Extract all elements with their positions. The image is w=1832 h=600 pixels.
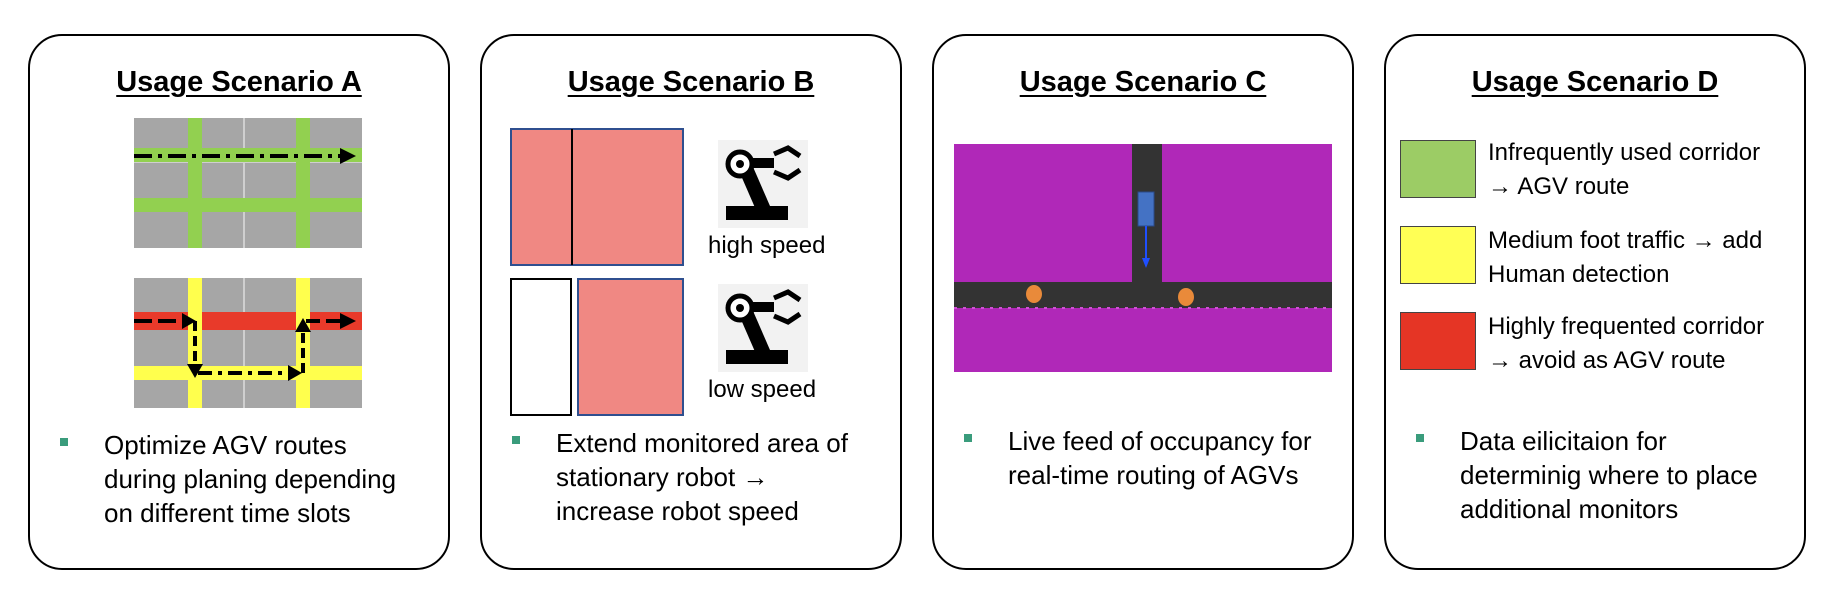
robot-arm-icon — [718, 284, 808, 372]
monitored-area-low-speed — [510, 278, 684, 416]
legend-text: Infrequently used corridor → AGV route — [1488, 136, 1760, 204]
panel-scenario-d: Usage Scenario D Infrequently used corri… — [1384, 34, 1806, 570]
bullet-line: determinig where to place — [1460, 460, 1758, 490]
bullet-list: Live feed of occupancy for real-time rou… — [964, 424, 1342, 492]
bullet-line: increase robot speed — [556, 496, 799, 526]
bullet-line: real-time routing of AGVs — [1008, 460, 1299, 490]
bullet-marker — [60, 438, 68, 446]
panel-scenario-a: Usage Scenario A Optimize AG — [28, 34, 450, 570]
panel-scenario-c: Usage Scenario C Live feed of occupancy … — [932, 34, 1354, 570]
bullet-line: Live feed of occupancy for — [1008, 426, 1312, 456]
bullet-marker — [512, 436, 520, 444]
bullet-line: during planing depending — [104, 464, 397, 494]
bullet-line: Optimize AGV routes — [104, 430, 347, 460]
bullet-marker — [964, 434, 972, 442]
robot-arm-icon — [718, 140, 808, 228]
legend-line: Medium foot traffic → add — [1488, 227, 1763, 254]
bullet-list: Extend monitored area of stationary robo… — [512, 426, 890, 528]
corridor-map-a-top — [134, 118, 362, 248]
bullet-list: Data eilicitaion for determinig where to… — [1416, 424, 1794, 526]
legend-line: → AGV route — [1488, 173, 1630, 200]
monitored-area-high-speed — [510, 128, 684, 266]
legend-line: Highly frequented corridor — [1488, 313, 1765, 340]
bullet-line: Data eilicitaion for — [1460, 426, 1667, 456]
legend-text: Highly frequented corridor → avoid as AG… — [1488, 310, 1764, 378]
legend-swatch-red — [1400, 312, 1476, 370]
high-speed-label: high speed — [708, 232, 826, 259]
legend-line: Infrequently used corridor — [1488, 139, 1761, 166]
legend-line: Human detection — [1488, 261, 1670, 288]
live-occupancy-map — [954, 144, 1332, 372]
panel-scenario-b: Usage Scenario B high speed low speed Ex… — [480, 34, 902, 570]
panel-title: Usage Scenario D — [1471, 66, 1719, 98]
low-speed-label: low speed — [708, 376, 817, 403]
panel-title: Usage Scenario B — [567, 66, 815, 98]
bullet-line: Extend monitored area of — [556, 428, 848, 458]
bullet-line: stationary robot → — [556, 462, 769, 492]
corridor-map-a-bottom — [134, 278, 362, 408]
legend-swatch-green — [1400, 140, 1476, 198]
bullet-line: on different time slots — [104, 498, 351, 528]
bullet-line: additional monitors — [1460, 494, 1679, 524]
panel-title: Usage Scenario A — [116, 66, 362, 98]
bullet-list: Optimize AGV routes during planing depen… — [60, 428, 438, 530]
panel-title: Usage Scenario C — [1019, 66, 1267, 98]
legend-line: → avoid as AGV route — [1488, 347, 1726, 374]
legend-swatch-yellow — [1400, 226, 1476, 284]
legend-text: Medium foot traffic → add Human detectio… — [1488, 224, 1762, 292]
bullet-marker — [1416, 434, 1424, 442]
